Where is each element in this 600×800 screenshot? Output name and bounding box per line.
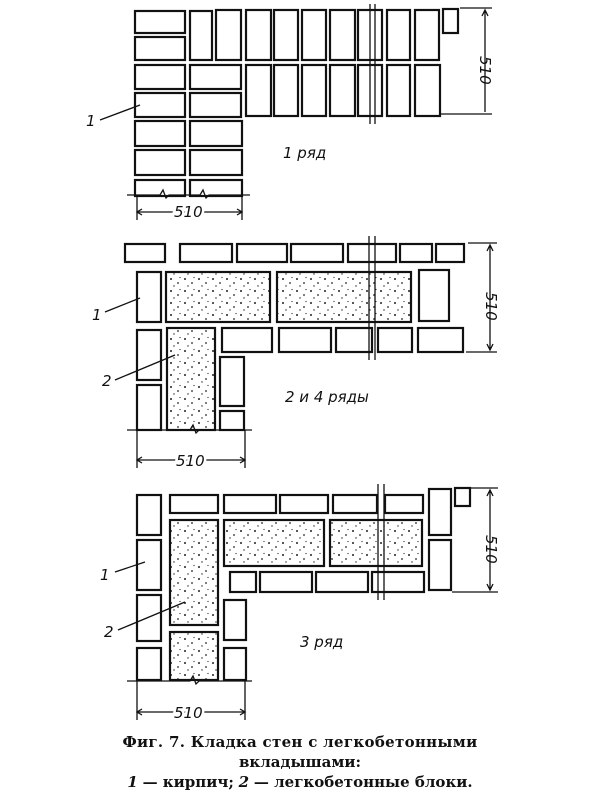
callout-2: 2 bbox=[104, 623, 114, 641]
dimension-horizontal bbox=[135, 430, 247, 468]
caption-title: Фиг. 7. Кладка стен с легкобетонными bbox=[122, 733, 478, 751]
dimension-vertical bbox=[466, 242, 497, 353]
figure-rows-2-4: 1 2 510 510 2 и 4 ряды bbox=[92, 236, 500, 473]
callout-1: 1 bbox=[92, 306, 102, 324]
row-label: 3 ряд bbox=[300, 633, 343, 651]
callout-2: 2 bbox=[102, 372, 112, 390]
figure-caption: Фиг. 7. Кладка стен с легкобетонными вкл… bbox=[0, 732, 600, 792]
dimension-vertical-label: 510 bbox=[482, 292, 500, 321]
dimension-horizontal-label: 510 bbox=[176, 452, 205, 470]
concrete-blocks bbox=[168, 518, 424, 682]
legend-2-num: 2 bbox=[238, 773, 250, 791]
legend-1-num: 1 bbox=[127, 773, 138, 791]
callout-1: 1 bbox=[86, 112, 96, 130]
legend-2-text: — легкобетонные блоки. bbox=[253, 773, 473, 791]
figure-row-3: 1 2 510 510 3 ряд bbox=[100, 484, 500, 725]
dimension-vertical bbox=[452, 487, 498, 593]
dimension-vertical-label: 510 bbox=[482, 535, 500, 564]
concrete-blocks bbox=[164, 270, 413, 432]
dimension-horizontal bbox=[135, 195, 244, 220]
dimension-horizontal bbox=[135, 681, 247, 720]
callout-leader-2 bbox=[117, 601, 186, 631]
legend-1-text: — кирпич; bbox=[142, 773, 234, 791]
callout-leader bbox=[99, 104, 141, 121]
dimension-horizontal-label: 510 bbox=[174, 704, 203, 722]
row-label: 1 ряд bbox=[283, 144, 326, 162]
callout-leader-1 bbox=[114, 561, 146, 573]
caption-legend: 1 — кирпич; 2 — легкобетонные блоки. bbox=[0, 772, 600, 792]
dimension-vertical-label: 510 bbox=[476, 56, 494, 85]
dimension-vertical bbox=[440, 7, 492, 115]
callout-leader-2 bbox=[114, 354, 176, 381]
break-line bbox=[368, 236, 376, 360]
bricks bbox=[135, 486, 472, 682]
figure-row-1: 1 510 510 1 ряд bbox=[86, 4, 494, 224]
callout-leader-1 bbox=[104, 297, 141, 313]
dimension-horizontal-label: 510 bbox=[174, 203, 203, 221]
bricks bbox=[133, 7, 460, 198]
caption-title-cont: вкладышами: bbox=[238, 753, 362, 771]
break-line bbox=[369, 4, 376, 124]
callout-1: 1 bbox=[100, 566, 110, 584]
row-label: 2 и 4 ряды bbox=[285, 388, 369, 406]
break-line bbox=[377, 484, 385, 600]
